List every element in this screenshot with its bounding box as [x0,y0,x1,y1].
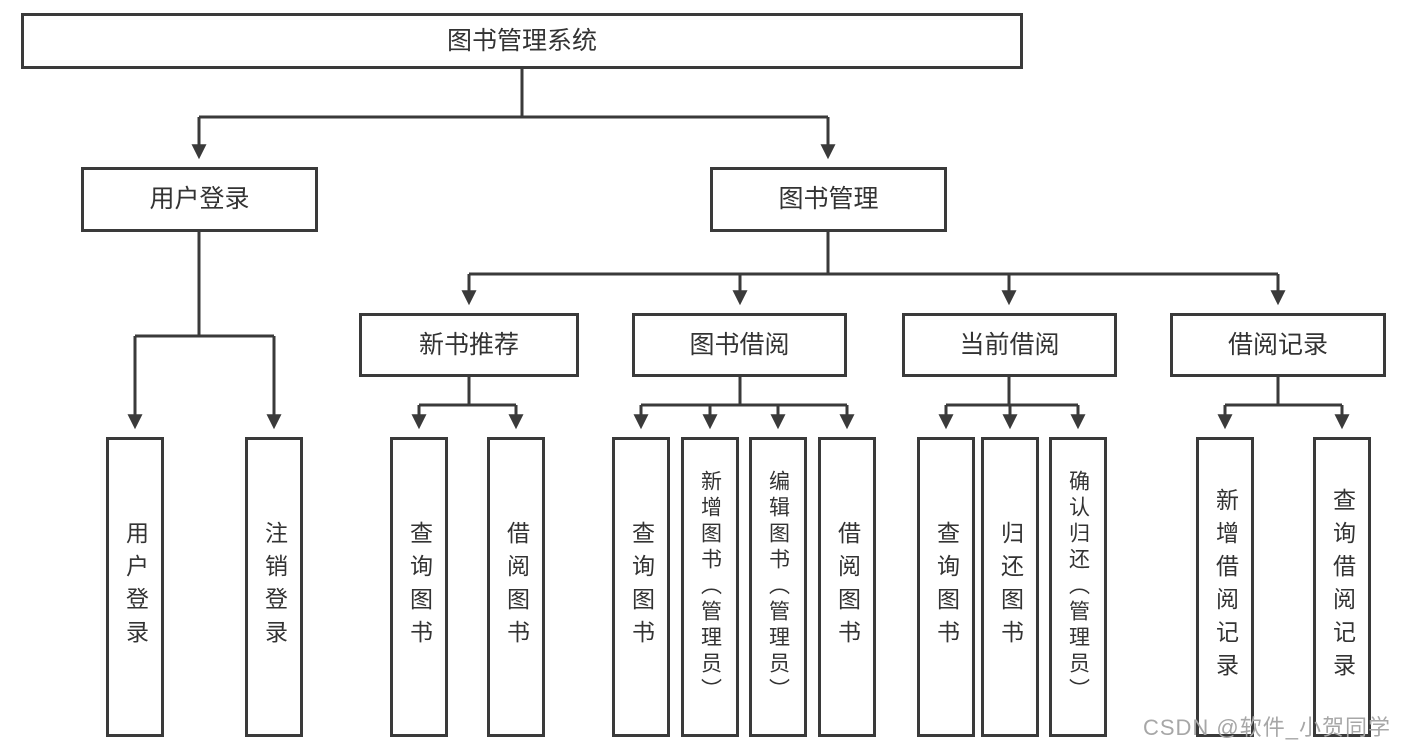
node-library-management-system: 图书管理系统 [21,13,1023,69]
node-book-management: 图书管理 [710,167,947,232]
leaf-borrow-books-under-recommendation: 借阅图书 [487,437,545,737]
node-current-borrowing: 当前借阅 [902,313,1117,377]
leaf-query-books-under-recommendation: 查询图书 [390,437,448,737]
leaf-return-books: 归还图书 [981,437,1039,737]
leaf-query-books-under-borrowing: 查询图书 [612,437,670,737]
leaf-add-borrow-record: 新增借阅记录 [1196,437,1254,737]
leaf-query-borrow-record: 查询借阅记录 [1313,437,1371,737]
leaf-add-books-admin: 新增图书（管理员） [681,437,739,737]
node-new-book-recommendation: 新书推荐 [359,313,579,377]
leaf-confirm-return-admin: 确认归还（管理员） [1049,437,1107,737]
leaf-edit-books-admin: 编辑图书（管理员） [749,437,807,737]
leaf-query-books-under-current: 查询图书 [917,437,975,737]
leaf-logout-login: 注销登录 [245,437,303,737]
csdn-watermark: CSDN @软件_小贺同学 [1142,715,1391,740]
leaf-borrow-books-under-borrowing: 借阅图书 [818,437,876,737]
node-book-borrowing: 图书借阅 [632,313,847,377]
node-borrowing-records: 借阅记录 [1170,313,1386,377]
node-user-login: 用户登录 [81,167,318,232]
leaf-user-login: 用户登录 [106,437,164,737]
